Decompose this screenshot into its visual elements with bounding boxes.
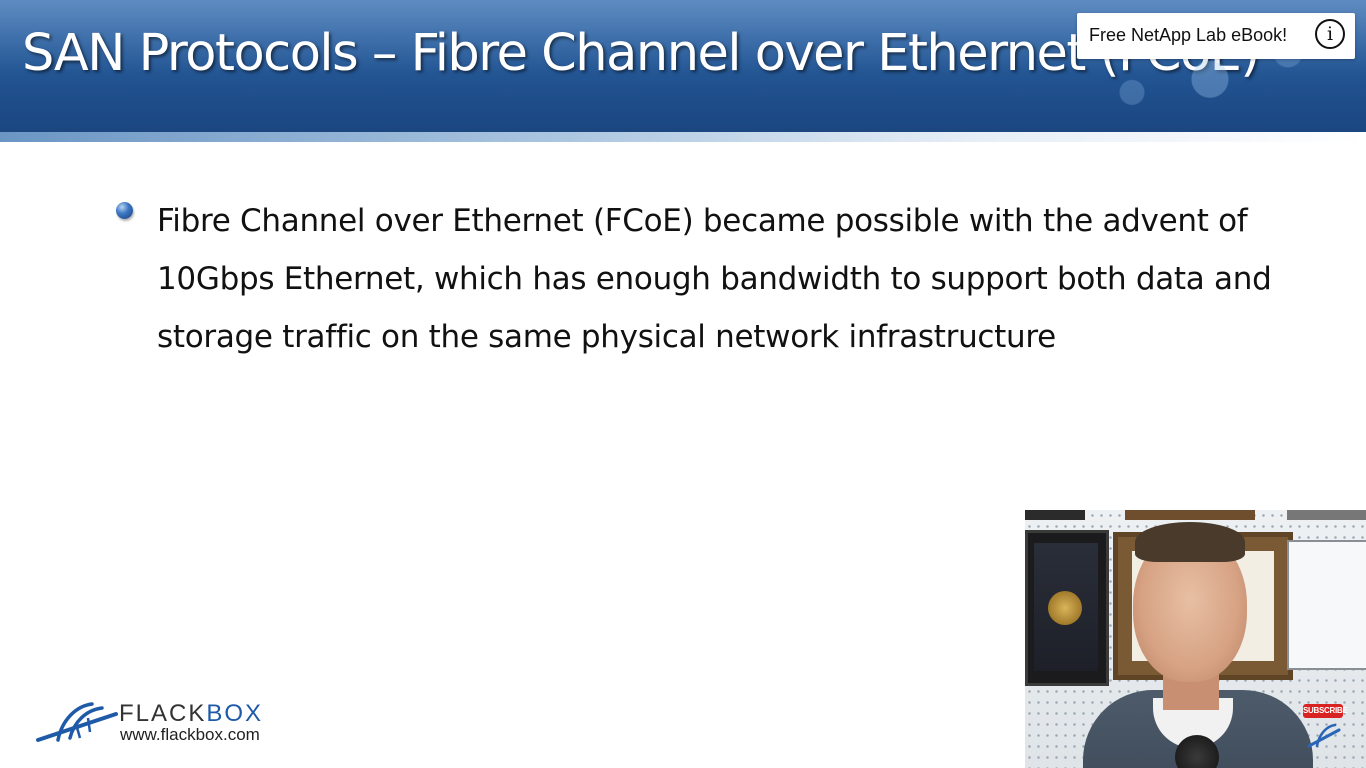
logo-name: FLACKBOX <box>119 700 263 728</box>
info-icon[interactable]: i <box>1315 19 1345 49</box>
info-card-label[interactable]: Free NetApp Lab eBook! <box>1089 25 1288 45</box>
title-divider <box>0 132 1366 142</box>
subscribe-badge[interactable]: SUBSCRIBE <box>1303 704 1348 718</box>
bullet-text: Fibre Channel over Ethernet (FCoE) becam… <box>157 203 1272 355</box>
info-card[interactable]: Free NetApp Lab eBook! i <box>1077 13 1355 59</box>
presenter-hair <box>1135 522 1245 562</box>
certificate-frame-left <box>1025 530 1109 686</box>
logo-name-prefix: FLACK <box>119 700 207 727</box>
medal-icon <box>1048 591 1082 625</box>
microphone <box>1175 735 1219 768</box>
certificate-frame-right <box>1287 540 1366 670</box>
frame-edges <box>1025 510 1366 520</box>
slide-title: SAN Protocols – Fibre Channel over Ether… <box>22 24 1260 83</box>
logo-url: www.flackbox.com <box>120 725 260 744</box>
logo-name-suffix: BOX <box>206 700 264 727</box>
bullet-marker-icon <box>116 202 133 219</box>
flackbox-bridge-icon <box>36 702 118 742</box>
channel-watermark-icon[interactable] <box>1307 722 1341 748</box>
presenter-webcam: SUBSCRIBE <box>1025 510 1366 768</box>
flackbox-logo: FLACKBOX www.flackbox.com <box>36 700 296 748</box>
bullet-item: Fibre Channel over Ethernet (FCoE) becam… <box>112 192 1282 366</box>
